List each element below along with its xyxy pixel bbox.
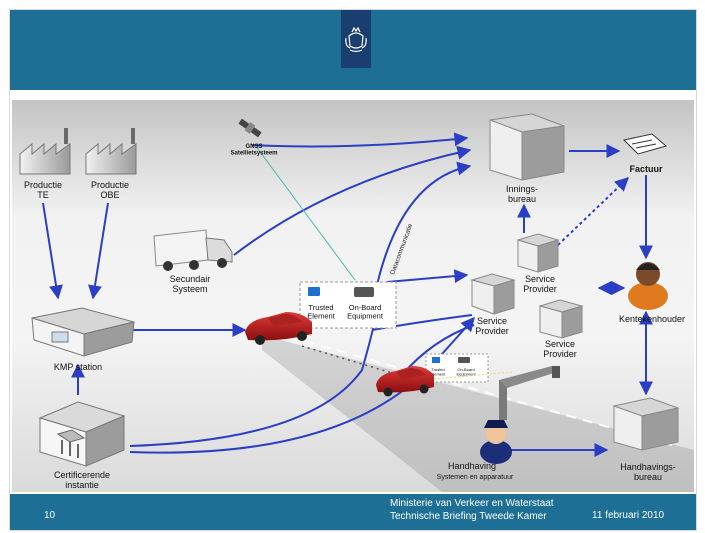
arrow-gnss-innings — [251, 132, 469, 148]
datacommunicatie-label: Datacommunicatie — [389, 222, 414, 275]
detection-beam — [433, 371, 513, 380]
person-icon — [628, 262, 668, 310]
crest-logo — [341, 10, 371, 68]
arrow-obe-kmp — [88, 202, 109, 300]
person-icon — [480, 420, 512, 464]
building-icon — [31, 307, 135, 357]
footer: 10 Ministerie van Verkeer en Waterstaat … — [10, 494, 696, 530]
footer-date: 11 februari 2010 — [592, 510, 665, 521]
gnss-signal — [254, 144, 356, 281]
car-icon — [245, 312, 312, 345]
header-band — [10, 10, 696, 90]
curve-cert-2 — [129, 316, 475, 454]
handhavings-bureau-label: Handhavings-bureau — [620, 462, 676, 482]
kentekenhouder-label: Kentekenhouder — [619, 314, 685, 324]
gantry-icon — [499, 366, 560, 420]
arrow-truck-innings — [233, 145, 472, 256]
crest-icon — [345, 26, 367, 53]
factuur-label: Factuur — [629, 164, 663, 174]
innings-bureau-label: Innings-bureau — [506, 184, 538, 204]
handhaving-title: Handhaving — [448, 461, 496, 471]
truck-icon — [153, 229, 233, 271]
building-icon — [612, 397, 680, 451]
factory-icon — [85, 128, 137, 175]
kmp-station-label: KMP station — [54, 362, 102, 372]
building-icon — [470, 273, 516, 315]
car-icon — [376, 366, 434, 397]
factory-icon — [19, 128, 71, 175]
arrow-te-kmp — [42, 202, 63, 300]
invoice-icon — [622, 133, 668, 155]
building-icon — [38, 401, 126, 467]
page-number: 10 — [44, 510, 56, 521]
footer-org-line2: Technische Briefing Tweede Kamer — [390, 511, 547, 522]
handhaving-subtitle: Systemen en apparatuur — [437, 474, 514, 481]
footer-org-line1: Ministerie van Verkeer en Waterstaat — [390, 498, 554, 509]
arrow-obe-sp — [386, 269, 469, 284]
satellite-icon — [238, 118, 262, 138]
arrow-obe-innings — [376, 161, 472, 286]
arrow-sp-factuur — [557, 177, 630, 246]
trusted-element-icon — [308, 287, 320, 296]
obe-device-icon — [354, 287, 374, 297]
building-icon — [489, 113, 565, 181]
obe-panel-small — [425, 353, 489, 383]
footer-organisation: Ministerie van Verkeer en Waterstaat Tec… — [390, 497, 554, 523]
obe-panel — [299, 281, 397, 329]
building-icon — [516, 233, 560, 273]
building-icon — [538, 299, 584, 339]
